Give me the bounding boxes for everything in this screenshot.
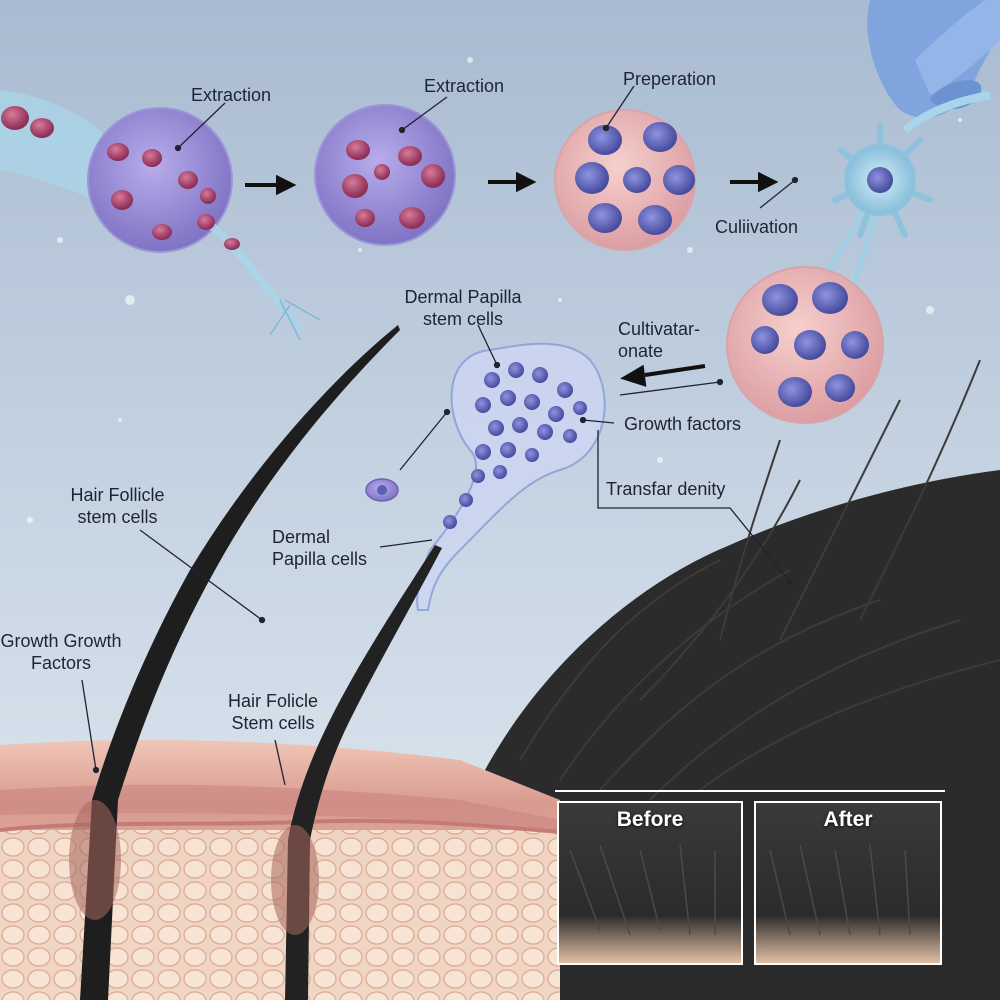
after-label: After: [823, 808, 873, 831]
label-line: Dermal: [272, 527, 331, 547]
label-line: Hair Follicle: [70, 485, 165, 505]
label-line: stem cells: [422, 309, 503, 329]
label-line: onate: [618, 341, 664, 361]
label-cultivation: Culiivation: [715, 217, 799, 237]
after-photo: [754, 801, 942, 965]
before-label: Before: [616, 808, 684, 831]
label-growth-factors-right: Growth factors: [624, 414, 742, 434]
label-extraction-2: Extraction: [424, 76, 505, 96]
label-dermal-papilla-cells: Dermal Papilla cells: [272, 526, 367, 570]
label-line: Hair Folicle: [227, 691, 319, 711]
label-transfar-density: Transfar denity: [606, 479, 726, 499]
label-preparation: Preperation: [623, 69, 717, 89]
label-cultivatoronate: Cultivatar- onate: [618, 318, 700, 362]
label-hair-follicle-stem-cells-left: Hair Follicle stem cells: [55, 484, 180, 528]
label-extraction-1: Extraction: [191, 85, 272, 105]
label-line: Papilla cells: [272, 549, 368, 569]
label-hair-follicle-stem-cells-bottom: Hair Folicle Stem cells: [213, 690, 333, 734]
label-line: Dermal Papilla: [404, 287, 522, 307]
label-line: Cultivatar-: [618, 319, 701, 339]
before-photo: [557, 801, 743, 965]
label-line: Factors: [30, 653, 91, 673]
label-line: Stem cells: [231, 713, 315, 733]
label-line: stem cells: [77, 507, 158, 527]
label-growth-factors-left: Growth Growth Factors: [0, 630, 122, 674]
label-dermal-papilla-stem-cells: Dermal Papilla stem cells: [388, 286, 538, 330]
label-line: Growth Growth: [0, 631, 122, 651]
